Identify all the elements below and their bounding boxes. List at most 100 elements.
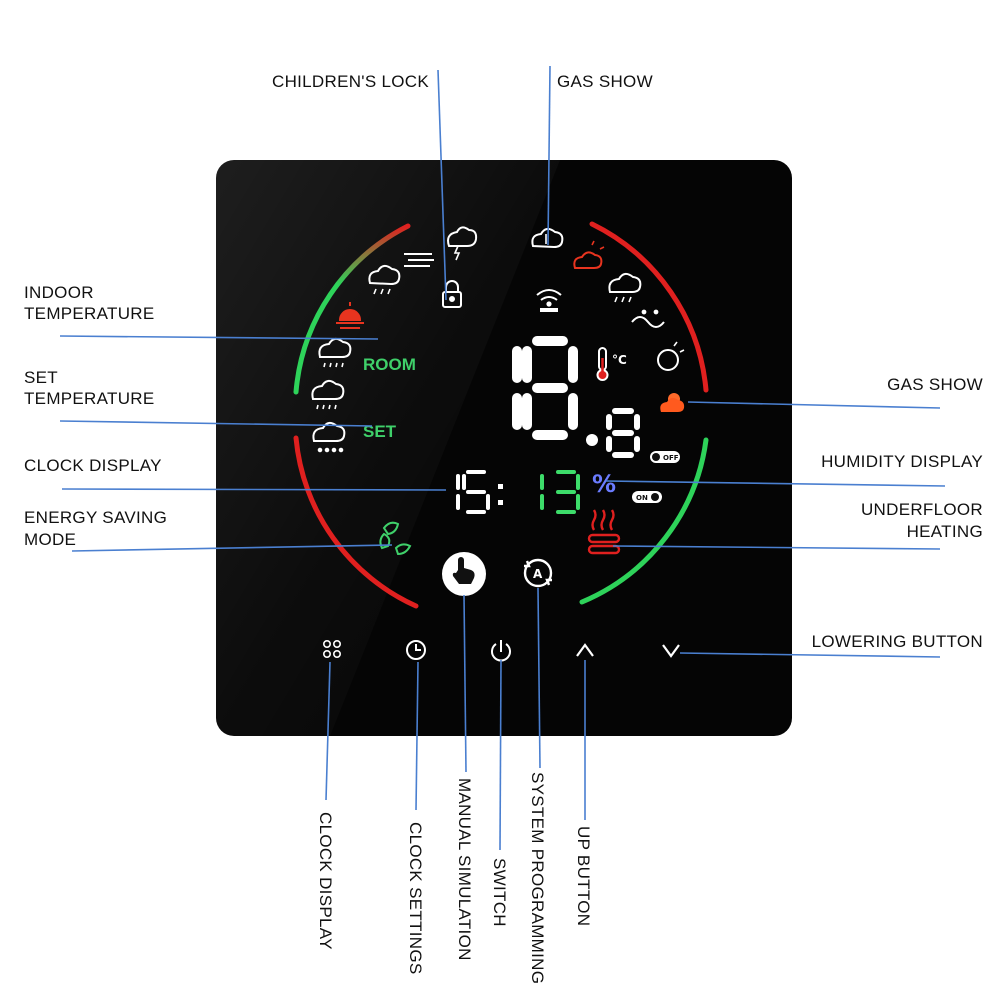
label-underfloor-2: HEATING [907, 522, 983, 541]
segment-b [456, 474, 460, 490]
underfloor-heating-icon [587, 509, 621, 555]
manual-simulation-hand-icon[interactable] [442, 552, 486, 596]
fog-icon [404, 253, 434, 267]
on-badge-text: ON [636, 494, 648, 502]
celsius-unit: °C [612, 353, 627, 367]
segment-c [540, 494, 544, 510]
on-toggle: ON [632, 491, 662, 503]
decimal-point [586, 434, 598, 446]
off-badge-text: OFF [663, 454, 679, 462]
segment-a [466, 470, 486, 474]
segment-a [556, 470, 576, 474]
leader-lines [59, 65, 946, 851]
label-set-temperature-1: SET [24, 368, 58, 387]
segment-g [532, 383, 568, 393]
gas-show-sun-icon [660, 393, 685, 412]
wind-icon [631, 309, 665, 328]
off-toggle: OFF [650, 451, 680, 463]
label-underfloor-1: UNDERFLOOR [861, 500, 983, 519]
wifi-icon [536, 289, 562, 312]
clock-digit-4 [556, 470, 580, 514]
segment-g [556, 490, 576, 494]
clock-digit-2 [462, 470, 490, 514]
drizzle-cloud-icon [311, 380, 345, 410]
clock-digits [456, 470, 580, 514]
segment-b [512, 346, 522, 383]
segment-e [522, 393, 532, 430]
thermometer-icon [596, 347, 609, 381]
segment-g [612, 430, 634, 436]
segment-b [576, 474, 580, 490]
humidity-symbol: % [592, 470, 616, 498]
label-clock-display-bottom: CLOCK DISPLAY [316, 812, 335, 950]
thermostat-panel [216, 160, 792, 736]
temperature-digits [512, 336, 640, 458]
label-indoor-temperature-2: TEMPERATURE [24, 304, 155, 323]
left-weather-icons [311, 226, 478, 453]
menu-grid-icon[interactable] [322, 639, 341, 658]
partly-sunny-icon [657, 341, 685, 371]
segment-b [568, 346, 578, 383]
segment-f [522, 346, 532, 383]
svg-text:A: A [533, 567, 543, 581]
temperature-ring [293, 221, 709, 609]
label-humidity-display: HUMIDITY DISPLAY [821, 452, 983, 471]
right-weather-icons [531, 228, 685, 381]
clock-colon-dot-2 [498, 500, 503, 505]
storm-cloud-icon [447, 226, 478, 261]
segment-f [606, 414, 612, 430]
label-up-button: UP BUTTON [574, 826, 593, 926]
segment-d [532, 430, 568, 440]
label-clock-settings: CLOCK SETTINGS [406, 822, 425, 975]
clock-digit-3 [540, 474, 544, 510]
segment-d [612, 452, 634, 458]
segment-d [466, 510, 486, 514]
segment-c [568, 393, 578, 430]
segment-c [576, 494, 580, 510]
system-programming-icon[interactable]: A [523, 558, 553, 588]
humidity-icon: % [592, 470, 616, 498]
up-chevron-icon[interactable] [576, 643, 594, 657]
label-switch: SWITCH [490, 858, 509, 927]
label-childrens-lock: CHILDREN'S LOCK [272, 72, 429, 91]
room-label: ROOM [363, 355, 416, 374]
label-energy-saving-1: ENERGY SAVING [24, 508, 167, 527]
temp-digit-decimal [606, 408, 640, 458]
clock-digit-1 [456, 474, 460, 510]
ring-left-upper-arc [293, 223, 411, 395]
temp-digit-tens [512, 346, 522, 430]
segment-b [634, 414, 640, 430]
temp-digit-ones [522, 336, 578, 440]
clock-icon[interactable] [406, 640, 426, 660]
segment-a [612, 408, 634, 414]
segment-c [456, 494, 460, 510]
label-lowering-button: LOWERING BUTTON [812, 632, 983, 651]
label-energy-saving-2: MODE [24, 530, 76, 549]
segment-f [462, 474, 466, 490]
segment-a [532, 336, 568, 346]
label-system-programming: SYSTEM PROGRAMMING [528, 772, 547, 984]
gas-cloud-icon [531, 228, 564, 249]
set-label: SET [363, 422, 397, 441]
segment-e [606, 436, 612, 452]
label-set-temperature-2: TEMPERATURE [24, 389, 155, 408]
label-gas-show-right: GAS SHOW [887, 375, 983, 394]
segment-c [486, 494, 490, 510]
energy-saving-leaf-icon [379, 521, 412, 556]
segment-b [540, 474, 544, 490]
ring-left-lower-arc [293, 435, 419, 609]
callout-labels: CHILDREN'S LOCK GAS SHOW INDOOR TEMPERAT… [24, 72, 983, 984]
cloudy-sun-icon [573, 240, 605, 269]
segment-g [466, 490, 486, 494]
label-indoor-temperature-1: INDOOR [24, 283, 94, 302]
ring-right-upper-arc [589, 221, 709, 393]
segment-d [556, 510, 576, 514]
ring-right-lower-arc [579, 437, 709, 605]
label-manual-simulation: MANUAL SIMULATION [455, 778, 474, 961]
down-chevron-icon[interactable] [662, 644, 680, 658]
label-gas-show-top: GAS SHOW [557, 72, 653, 91]
segment-c [634, 436, 640, 452]
label-clock-display-left: CLOCK DISPLAY [24, 456, 162, 475]
heavy-rain-cloud-icon [318, 338, 352, 368]
